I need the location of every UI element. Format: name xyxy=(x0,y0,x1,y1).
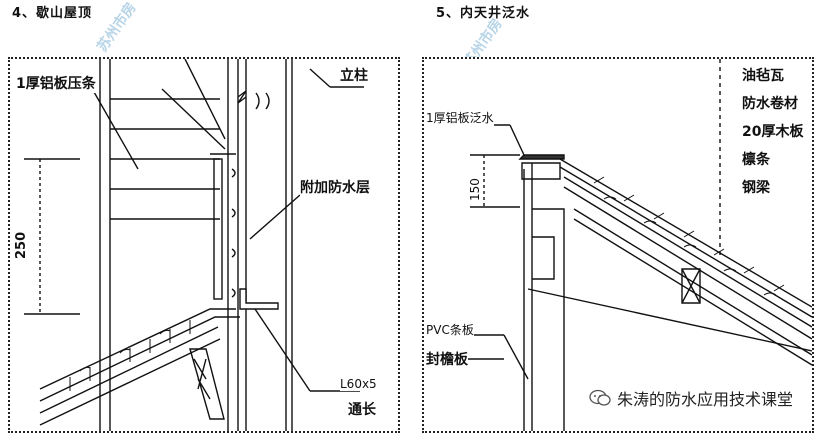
watermark-left: 苏州市房 xyxy=(94,0,140,55)
left-panel-title: 4、歇山屋顶 xyxy=(12,6,93,21)
dimension-150-label: 150 xyxy=(468,178,482,201)
wood-board-label: 20厚木板 xyxy=(742,121,804,141)
courtyard-flashing-panel: 1厚铝板泛水 150 油毡瓦 防水卷材 20厚木板 檩条 钢梁 PVC条板 封檐… xyxy=(422,57,814,433)
wechat-icon xyxy=(589,389,611,407)
footer-credit: 朱涛的防水应用技术课堂 xyxy=(584,384,797,412)
angle-steel-label: L60x5 xyxy=(340,377,377,391)
through-length-label: 通长 xyxy=(348,399,376,419)
extra-waterproof-layer-label: 附加防水层 xyxy=(300,177,370,197)
hip-roof-detail-panel: 1厚铝板压条 立柱 附加防水层 250 L60x5 通长 xyxy=(8,57,400,433)
waterproof-membrane-label: 防水卷材 xyxy=(742,93,798,113)
pvc-board-label: PVC条板 xyxy=(426,321,474,338)
aluminum-strip-label: 1厚铝板压条 xyxy=(16,73,96,93)
fascia-board-label: 封檐板 xyxy=(426,349,468,369)
right-panel-title: 5、内天井泛水 xyxy=(436,6,531,21)
column-label: 立柱 xyxy=(340,65,368,85)
felt-tile-label: 油毡瓦 xyxy=(742,65,784,85)
aluminum-flashing-label: 1厚铝板泛水 xyxy=(426,109,494,126)
purlin-label: 檩条 xyxy=(742,149,770,169)
hip-roof-drawing xyxy=(24,59,364,431)
steel-beam-label: 钢梁 xyxy=(742,177,770,197)
dimension-250-label: 250 xyxy=(14,231,29,259)
footer-text: 朱涛的防水应用技术课堂 xyxy=(616,390,793,409)
